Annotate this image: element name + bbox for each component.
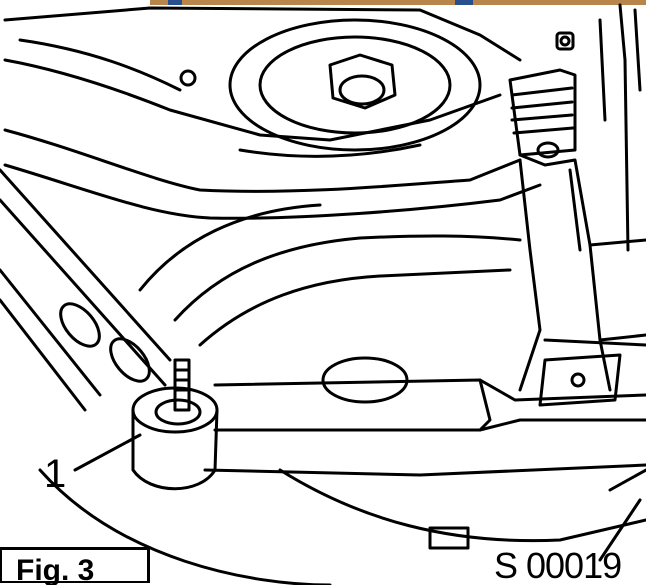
small-bolt-right-center xyxy=(559,35,571,47)
stabilizer-upper-line xyxy=(0,268,102,397)
strut-cross-member xyxy=(598,333,646,342)
callout-leader-line xyxy=(73,433,142,472)
tie-rod-lower-line xyxy=(0,198,167,387)
right-bracket-hole xyxy=(570,372,586,388)
control-arm-front-face xyxy=(213,418,646,432)
lower-arc-outer xyxy=(38,468,332,585)
control-arm-bend xyxy=(478,378,492,432)
bump-stop-body xyxy=(508,68,577,157)
figure-label-box: Fig. 3 xyxy=(0,547,150,585)
frame-horizontal xyxy=(543,338,646,347)
tie-rod-upper-line xyxy=(0,168,172,362)
subframe-top-edge xyxy=(3,6,522,62)
strut-cross-member xyxy=(588,238,646,247)
control-arm-bottom-edge xyxy=(203,463,646,477)
stud-thread xyxy=(173,368,191,392)
control-arm-top-face xyxy=(213,378,646,402)
control-arm-upper-inner xyxy=(3,163,542,220)
control-arm-inner-curve-2 xyxy=(198,268,512,347)
stabilizer-lower-line xyxy=(0,298,87,412)
bump-stop-ridge xyxy=(510,86,574,97)
small-bolt-right xyxy=(555,31,575,51)
strut-right-edge xyxy=(518,153,612,392)
bump-stop-bolt xyxy=(536,141,560,159)
top-strip-accent xyxy=(168,0,182,5)
control-arm-upper-edge xyxy=(3,128,522,193)
bump-stop-ridge xyxy=(512,126,575,135)
control-arm-oval-hole xyxy=(321,356,409,404)
subframe-lower-edge xyxy=(3,58,502,142)
detail-line xyxy=(598,498,642,562)
small-bolt-left xyxy=(179,69,197,87)
strut-left-edge xyxy=(518,158,542,392)
top-color-strip xyxy=(150,0,646,5)
bushing-body xyxy=(131,408,219,491)
bump-stop-ridge xyxy=(510,100,574,110)
strut-mount-inner-ring xyxy=(258,35,452,135)
top-strip-accent xyxy=(455,0,473,5)
bushing-stud xyxy=(173,358,191,412)
control-arm-curve xyxy=(138,203,322,292)
right-rail-edge xyxy=(633,8,642,92)
sleeve-ring xyxy=(59,302,101,348)
callout-number-1: 1 xyxy=(44,452,67,496)
right-rail-outer xyxy=(618,3,630,252)
detail-line xyxy=(238,143,422,158)
lower-arc-right xyxy=(278,468,646,543)
strut-inner-line xyxy=(568,168,582,252)
detail-line xyxy=(608,468,646,492)
figure-label: Fig. 3 xyxy=(16,554,95,585)
reference-code: S 00019 xyxy=(494,545,622,585)
bump-stop-ridge xyxy=(510,113,574,122)
control-arm-inner-curve xyxy=(173,234,522,322)
bushing-nut xyxy=(154,398,202,426)
center-bolt-head xyxy=(328,53,397,110)
right-rail-inner xyxy=(598,18,607,122)
strut-mount-dome xyxy=(228,18,482,152)
subframe-inner-line xyxy=(18,38,182,92)
right-bracket xyxy=(538,353,622,407)
sleeve-ring xyxy=(109,337,151,383)
lower-clip xyxy=(428,526,470,550)
center-bolt-washer xyxy=(338,74,386,106)
